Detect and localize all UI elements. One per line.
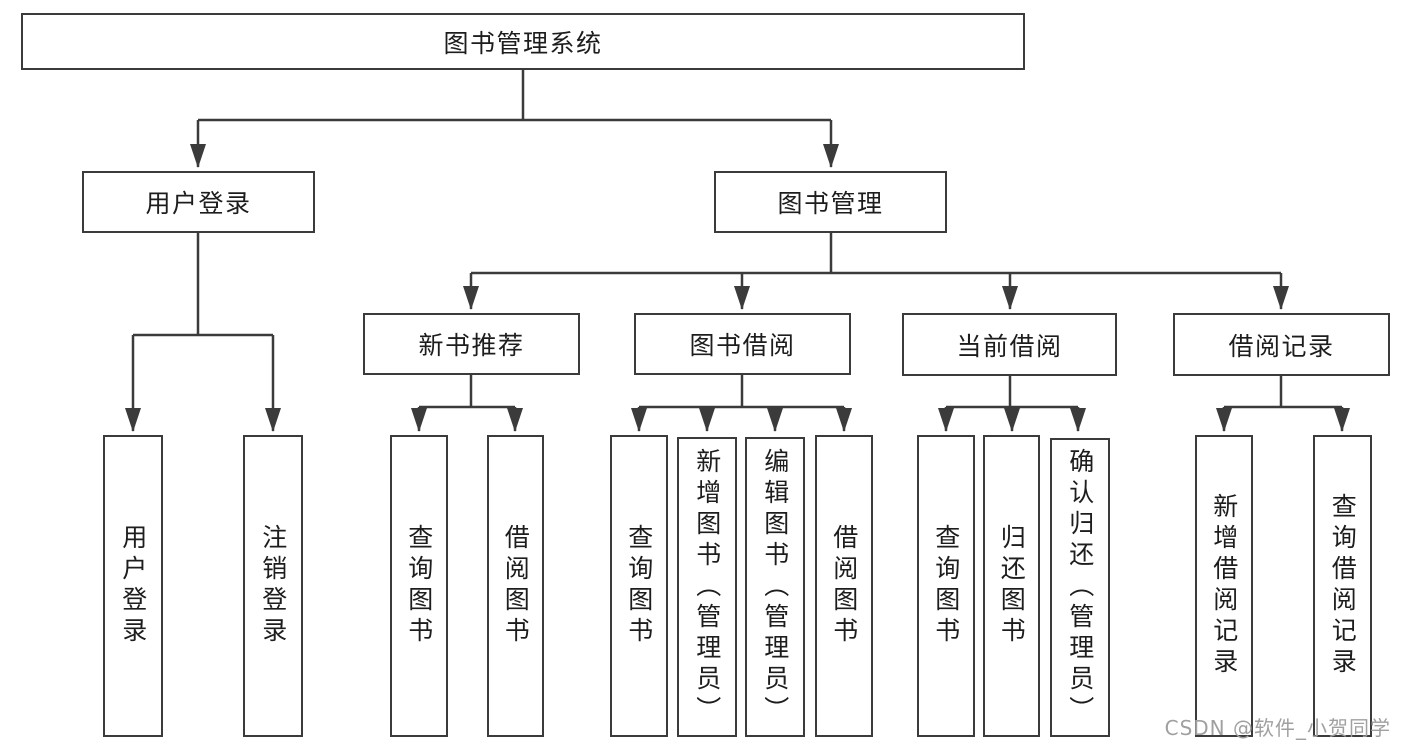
leaf-logout: 注销登录 (243, 435, 303, 737)
leaf-nbr-query-books: 查询图书 (390, 435, 448, 737)
node-book-borrowing: 图书借阅 (634, 313, 851, 375)
node-current-borrowing: 当前借阅 (902, 313, 1117, 376)
node-book-management-label: 图书管理 (777, 189, 884, 218)
leaf-cb-return-books: 归还图书 (983, 435, 1040, 737)
leaf-br-add-record: 新增借阅记录 (1195, 435, 1253, 737)
csdn-watermark: CSDN @软件_小贺同学 (1164, 716, 1391, 740)
leaf-bb-add-books-admin-label: 新增图书（管理员） (692, 447, 722, 727)
node-user-login-label: 用户登录 (145, 189, 252, 218)
node-borrowing-records: 借阅记录 (1173, 313, 1390, 376)
leaf-cb-confirm-return-admin-label: 确认归还（管理员） (1065, 448, 1095, 727)
leaf-user-login: 用户登录 (103, 435, 163, 737)
leaf-nbr-borrow-books: 借阅图书 (487, 435, 544, 737)
node-current-borrowing-label: 当前借阅 (956, 331, 1063, 361)
leaf-nbr-borrow-books-label: 借阅图书 (501, 524, 531, 648)
leaf-cb-return-books-label: 归还图书 (997, 524, 1027, 648)
leaf-br-query-record-label: 查询借阅记录 (1328, 493, 1358, 679)
leaf-user-login-label: 用户登录 (118, 524, 148, 648)
leaf-bb-borrow-books-label: 借阅图书 (829, 524, 859, 648)
node-book-borrowing-label: 图书借阅 (689, 331, 796, 360)
leaf-cb-query-books-label: 查询图书 (931, 524, 961, 648)
leaf-bb-borrow-books: 借阅图书 (815, 435, 873, 737)
leaf-br-query-record: 查询借阅记录 (1313, 435, 1372, 737)
node-root-label: 图书管理系统 (443, 28, 603, 58)
leaf-bb-add-books-admin: 新增图书（管理员） (677, 437, 737, 737)
leaf-bb-query-books: 查询图书 (610, 435, 668, 737)
leaf-bb-query-books-label: 查询图书 (624, 524, 654, 648)
leaf-cb-query-books: 查询图书 (917, 435, 975, 737)
leaf-cb-confirm-return-admin: 确认归还（管理员） (1050, 438, 1110, 737)
node-root-system: 图书管理系统 (21, 13, 1025, 70)
leaf-br-add-record-label: 新增借阅记录 (1209, 493, 1239, 679)
node-book-management: 图书管理 (714, 171, 947, 233)
node-new-book-recommendation: 新书推荐 (363, 313, 580, 375)
node-new-book-recommendation-label: 新书推荐 (418, 331, 525, 360)
leaf-bb-edit-books-admin: 编辑图书（管理员） (745, 437, 805, 737)
node-borrowing-records-label: 借阅记录 (1228, 331, 1335, 361)
leaf-bb-edit-books-admin-label: 编辑图书（管理员） (760, 447, 790, 727)
leaf-nbr-query-books-label: 查询图书 (404, 524, 434, 648)
leaf-logout-label: 注销登录 (258, 524, 288, 648)
node-user-login: 用户登录 (82, 171, 315, 233)
